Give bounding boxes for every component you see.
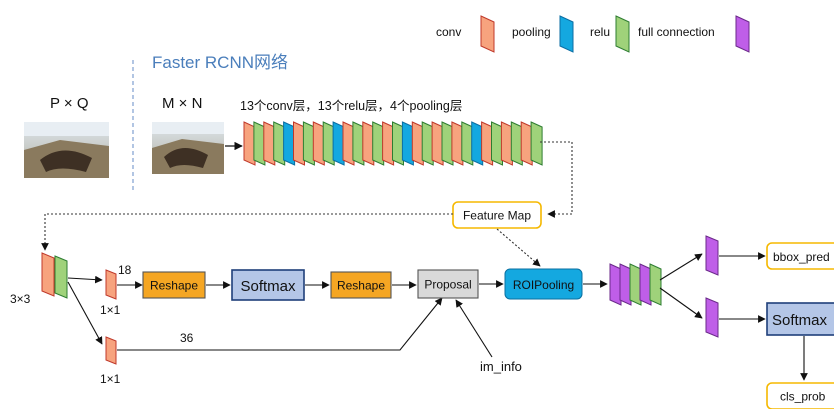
backbone-layer-relu — [253, 121, 266, 166]
proposal-label: Proposal — [424, 278, 471, 292]
backbone-layer-relu — [273, 121, 286, 166]
backbone-layer-conv — [342, 121, 355, 166]
backbone-layers — [243, 121, 543, 166]
bbox-branch-to-proposal-line — [117, 297, 443, 351]
roipooling-box — [504, 268, 583, 300]
k1x1-bottom-label: 1×1 — [100, 372, 121, 386]
rpn-to-1x1-bottom-line — [67, 281, 103, 345]
fc-to-cls-branch-line — [659, 287, 703, 319]
backbone-layer-relu — [441, 121, 454, 166]
fc-stack-layer-fc — [609, 263, 622, 306]
softmax2-label: Softmax — [772, 312, 828, 329]
reshape1-box — [142, 271, 206, 299]
bbox-pred-label: bbox_pred — [773, 250, 830, 264]
proposal-box — [417, 269, 479, 299]
rpn-to-1x1-top-line — [67, 275, 103, 284]
backbone-layer-conv — [451, 121, 464, 166]
backbone-layer-conv — [520, 121, 533, 166]
backbone-layer-conv — [481, 121, 494, 166]
legend-label: conv — [436, 25, 461, 39]
fc-stack — [609, 263, 662, 306]
softmax2-box — [766, 302, 834, 336]
fc-to-bbox-branch-line — [659, 253, 703, 281]
softmax1-label: Softmax — [240, 278, 296, 295]
backbone-layer-conv — [293, 121, 305, 166]
backbone-layer-conv — [411, 121, 424, 166]
backbone-layer-relu — [510, 121, 523, 166]
conv-1x1-top — [105, 269, 117, 300]
bbox-pred-box — [766, 242, 834, 270]
n36-label: 36 — [180, 331, 194, 345]
backbone-layer-pooling — [283, 121, 296, 166]
backbone-layer-relu — [421, 121, 434, 166]
backbone-label: 13个conv层，13个relu层，4个pooling层 — [240, 99, 462, 113]
legend-swatch — [559, 15, 574, 53]
legend-swatch — [735, 15, 750, 53]
input-image-pq — [24, 122, 109, 178]
fc-stack-layer-relu — [629, 263, 642, 306]
backbone-layer-conv — [263, 121, 276, 166]
cls-prob-label: cls_prob — [780, 390, 826, 404]
backbone-layer-relu — [322, 121, 335, 166]
roipooling-label: ROIPooling — [513, 278, 574, 292]
input-image-mn — [152, 122, 224, 174]
fc-bbox — [705, 235, 719, 276]
legend-label: relu — [590, 25, 610, 39]
reshape1-label: Reshape — [150, 279, 198, 293]
fc-stack-layer-fc — [639, 263, 652, 306]
backbone-layer-pooling — [471, 121, 484, 166]
backbone-layer-pooling — [332, 121, 345, 166]
backbone-layer-conv — [431, 121, 444, 166]
conv-1x1-bottom — [105, 336, 117, 365]
mn-label: M × N — [162, 95, 202, 112]
k3x3-label: 3×3 — [10, 292, 31, 306]
backbone-layer-relu — [491, 121, 503, 166]
feature-map-label: Feature Map — [463, 209, 531, 223]
legend-label: full connection — [638, 25, 715, 39]
backbone-layer-conv — [362, 121, 375, 166]
backbone-layer-pooling — [401, 121, 414, 166]
featuremap-to-roipooling-line — [496, 228, 541, 267]
backbone-layer-relu — [530, 121, 543, 166]
reshape2-label: Reshape — [337, 279, 385, 293]
fc-stack-layer-relu — [649, 263, 662, 306]
im-info-to-proposal-line — [455, 299, 493, 358]
featuremap-to-rpn-line — [41, 213, 453, 251]
reshape2-box — [330, 271, 392, 299]
feature-map-box — [452, 201, 542, 229]
backbone-layer-relu — [461, 121, 474, 166]
cls-prob-box — [766, 382, 834, 409]
legend-swatch — [480, 15, 495, 53]
pq-label: P × Q — [50, 95, 89, 112]
n18-label: 18 — [118, 263, 132, 277]
backbone-layer-relu — [352, 121, 365, 166]
legend-label: pooling — [512, 25, 551, 39]
page-title: Faster RCNN网络 — [152, 53, 288, 72]
backbone-layer-relu — [372, 121, 385, 166]
k1x1-top-label: 1×1 — [100, 303, 121, 317]
rpn-conv-3x3 — [41, 252, 68, 299]
legend: conv pooling relu full connection — [436, 15, 750, 53]
fc-stack-layer-fc — [619, 263, 632, 306]
backbone-layer-conv — [243, 121, 256, 166]
backbone-layer-relu — [392, 121, 404, 166]
backbone-layer-conv — [500, 121, 513, 166]
backbone-layer-relu — [302, 121, 315, 166]
backbone-to-featuremap-line — [540, 141, 573, 218]
im-info-label: im_info — [480, 359, 522, 374]
backbone-layer-conv — [312, 121, 325, 166]
fc-cls — [705, 297, 719, 338]
backbone-layer-conv — [382, 121, 395, 166]
softmax1-box — [231, 269, 305, 301]
legend-swatch — [615, 15, 630, 53]
